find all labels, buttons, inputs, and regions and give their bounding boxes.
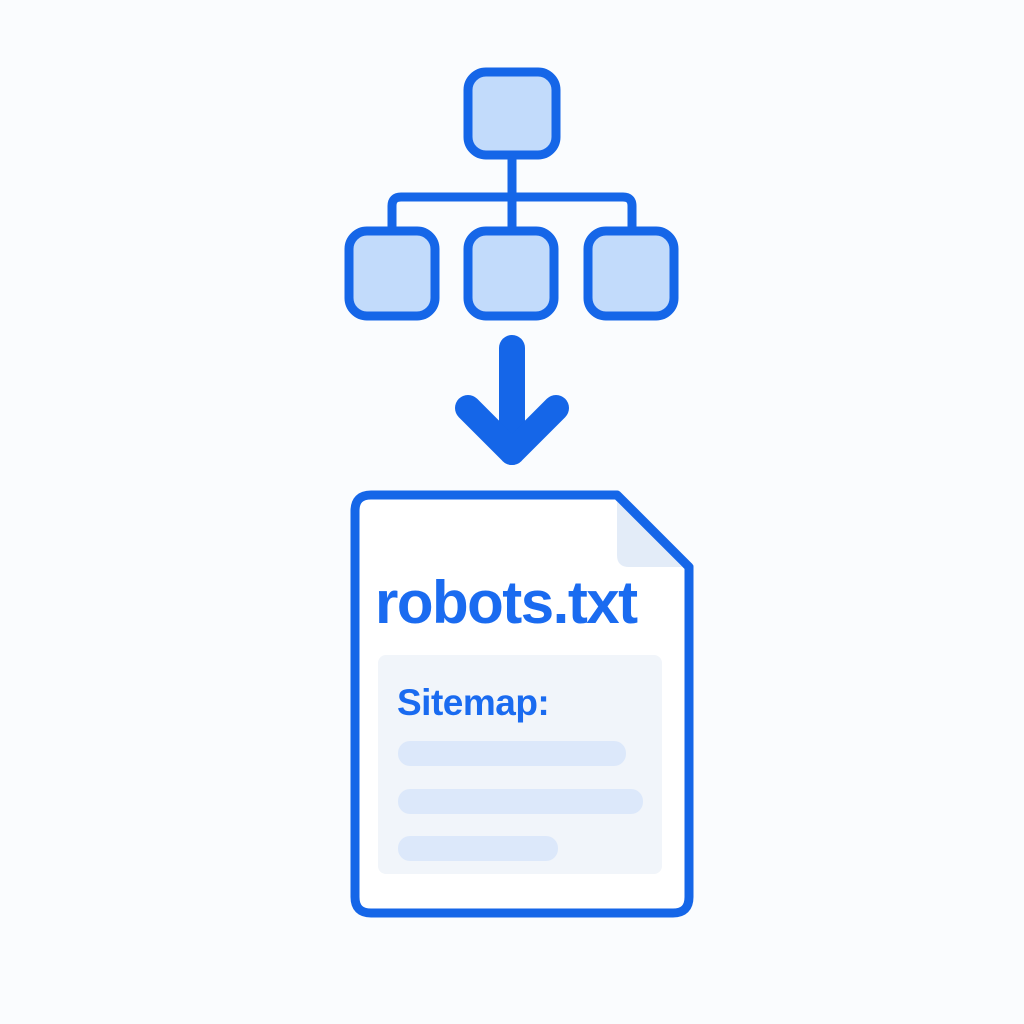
sitemap-url-line-2 <box>398 789 643 814</box>
document-body-panel: Sitemap: <box>378 655 662 874</box>
sitemap-label: Sitemap: <box>397 682 549 723</box>
arrow-head <box>455 395 569 465</box>
connector-bus-to-child-1 <box>387 192 517 245</box>
child-node-2[interactable] <box>463 226 559 321</box>
document-corner-fold-edge <box>612 490 694 572</box>
child-node-1[interactable] <box>344 226 440 321</box>
tree-connectors <box>387 150 637 245</box>
connector-bus-to-child-3 <box>507 192 637 245</box>
down-arrow-icon <box>455 335 569 465</box>
robots-txt-document[interactable]: robots.txt Sitemap: <box>350 490 694 918</box>
site-structure-tree <box>344 67 679 321</box>
sitemap-url-line-3 <box>398 836 558 861</box>
child-node-3[interactable] <box>583 226 679 321</box>
root-node[interactable] <box>463 67 561 160</box>
sitemap-url-line-1 <box>398 741 626 766</box>
document-title: robots.txt <box>375 569 638 636</box>
